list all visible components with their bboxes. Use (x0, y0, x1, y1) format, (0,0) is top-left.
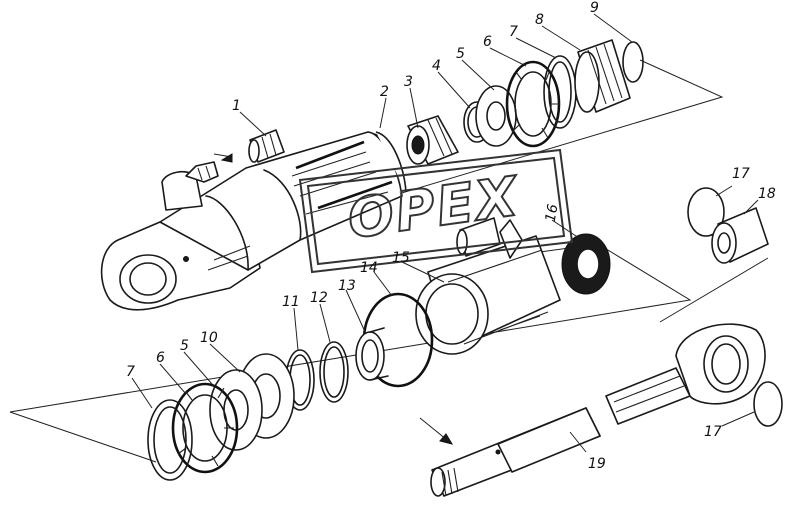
cylinder-body (100, 131, 407, 311)
callout-16: 16 (543, 203, 562, 223)
callout-17: 17 (732, 166, 750, 182)
callout-12: 12 (310, 290, 328, 306)
piston-rod (430, 323, 766, 497)
snap-ring-9 (622, 41, 644, 83)
callout-3: 3 (404, 74, 413, 90)
callout-6-bottom: 6 (156, 350, 165, 366)
ring-12 (319, 341, 349, 403)
eye-bore (119, 254, 177, 304)
callout-14: 14 (360, 260, 378, 276)
callout-11: 11 (282, 294, 300, 310)
callout-9: 9 (590, 0, 599, 16)
callout-13: 13 (338, 278, 356, 294)
bushing-13 (355, 327, 389, 381)
callout-5-bottom: 5 (180, 338, 189, 354)
callout-8: 8 (535, 12, 544, 28)
callout-4: 4 (432, 58, 441, 74)
spherical-bearing (711, 207, 769, 264)
retaining-ring-top (687, 187, 725, 237)
callout-19: 19 (588, 456, 606, 472)
rod-nut (574, 39, 631, 113)
callout-7: 7 (509, 24, 518, 40)
cap (248, 129, 285, 163)
callout-6: 6 (483, 34, 492, 50)
callout-17-bottom: 17 (704, 424, 722, 440)
retaining-ring-bottom (753, 381, 783, 427)
seal-set-bottom (147, 353, 295, 481)
callout-15: 15 (392, 250, 410, 266)
seal-set-top (475, 55, 577, 148)
callout-5: 5 (456, 46, 465, 62)
gland (415, 217, 561, 355)
callout-1: 1 (232, 98, 241, 114)
callout-labels: 1 2 3 4 5 6 7 8 9 16 15 14 17 18 11 12 1… (126, 0, 776, 472)
callout-7-bottom: 7 (126, 364, 135, 380)
callout-10: 10 (200, 330, 218, 346)
callout-18: 18 (758, 186, 776, 202)
callout-2: 2 (380, 84, 389, 100)
piston (406, 115, 459, 165)
seal-16 (561, 233, 611, 295)
callout-leaders (131, 13, 759, 453)
